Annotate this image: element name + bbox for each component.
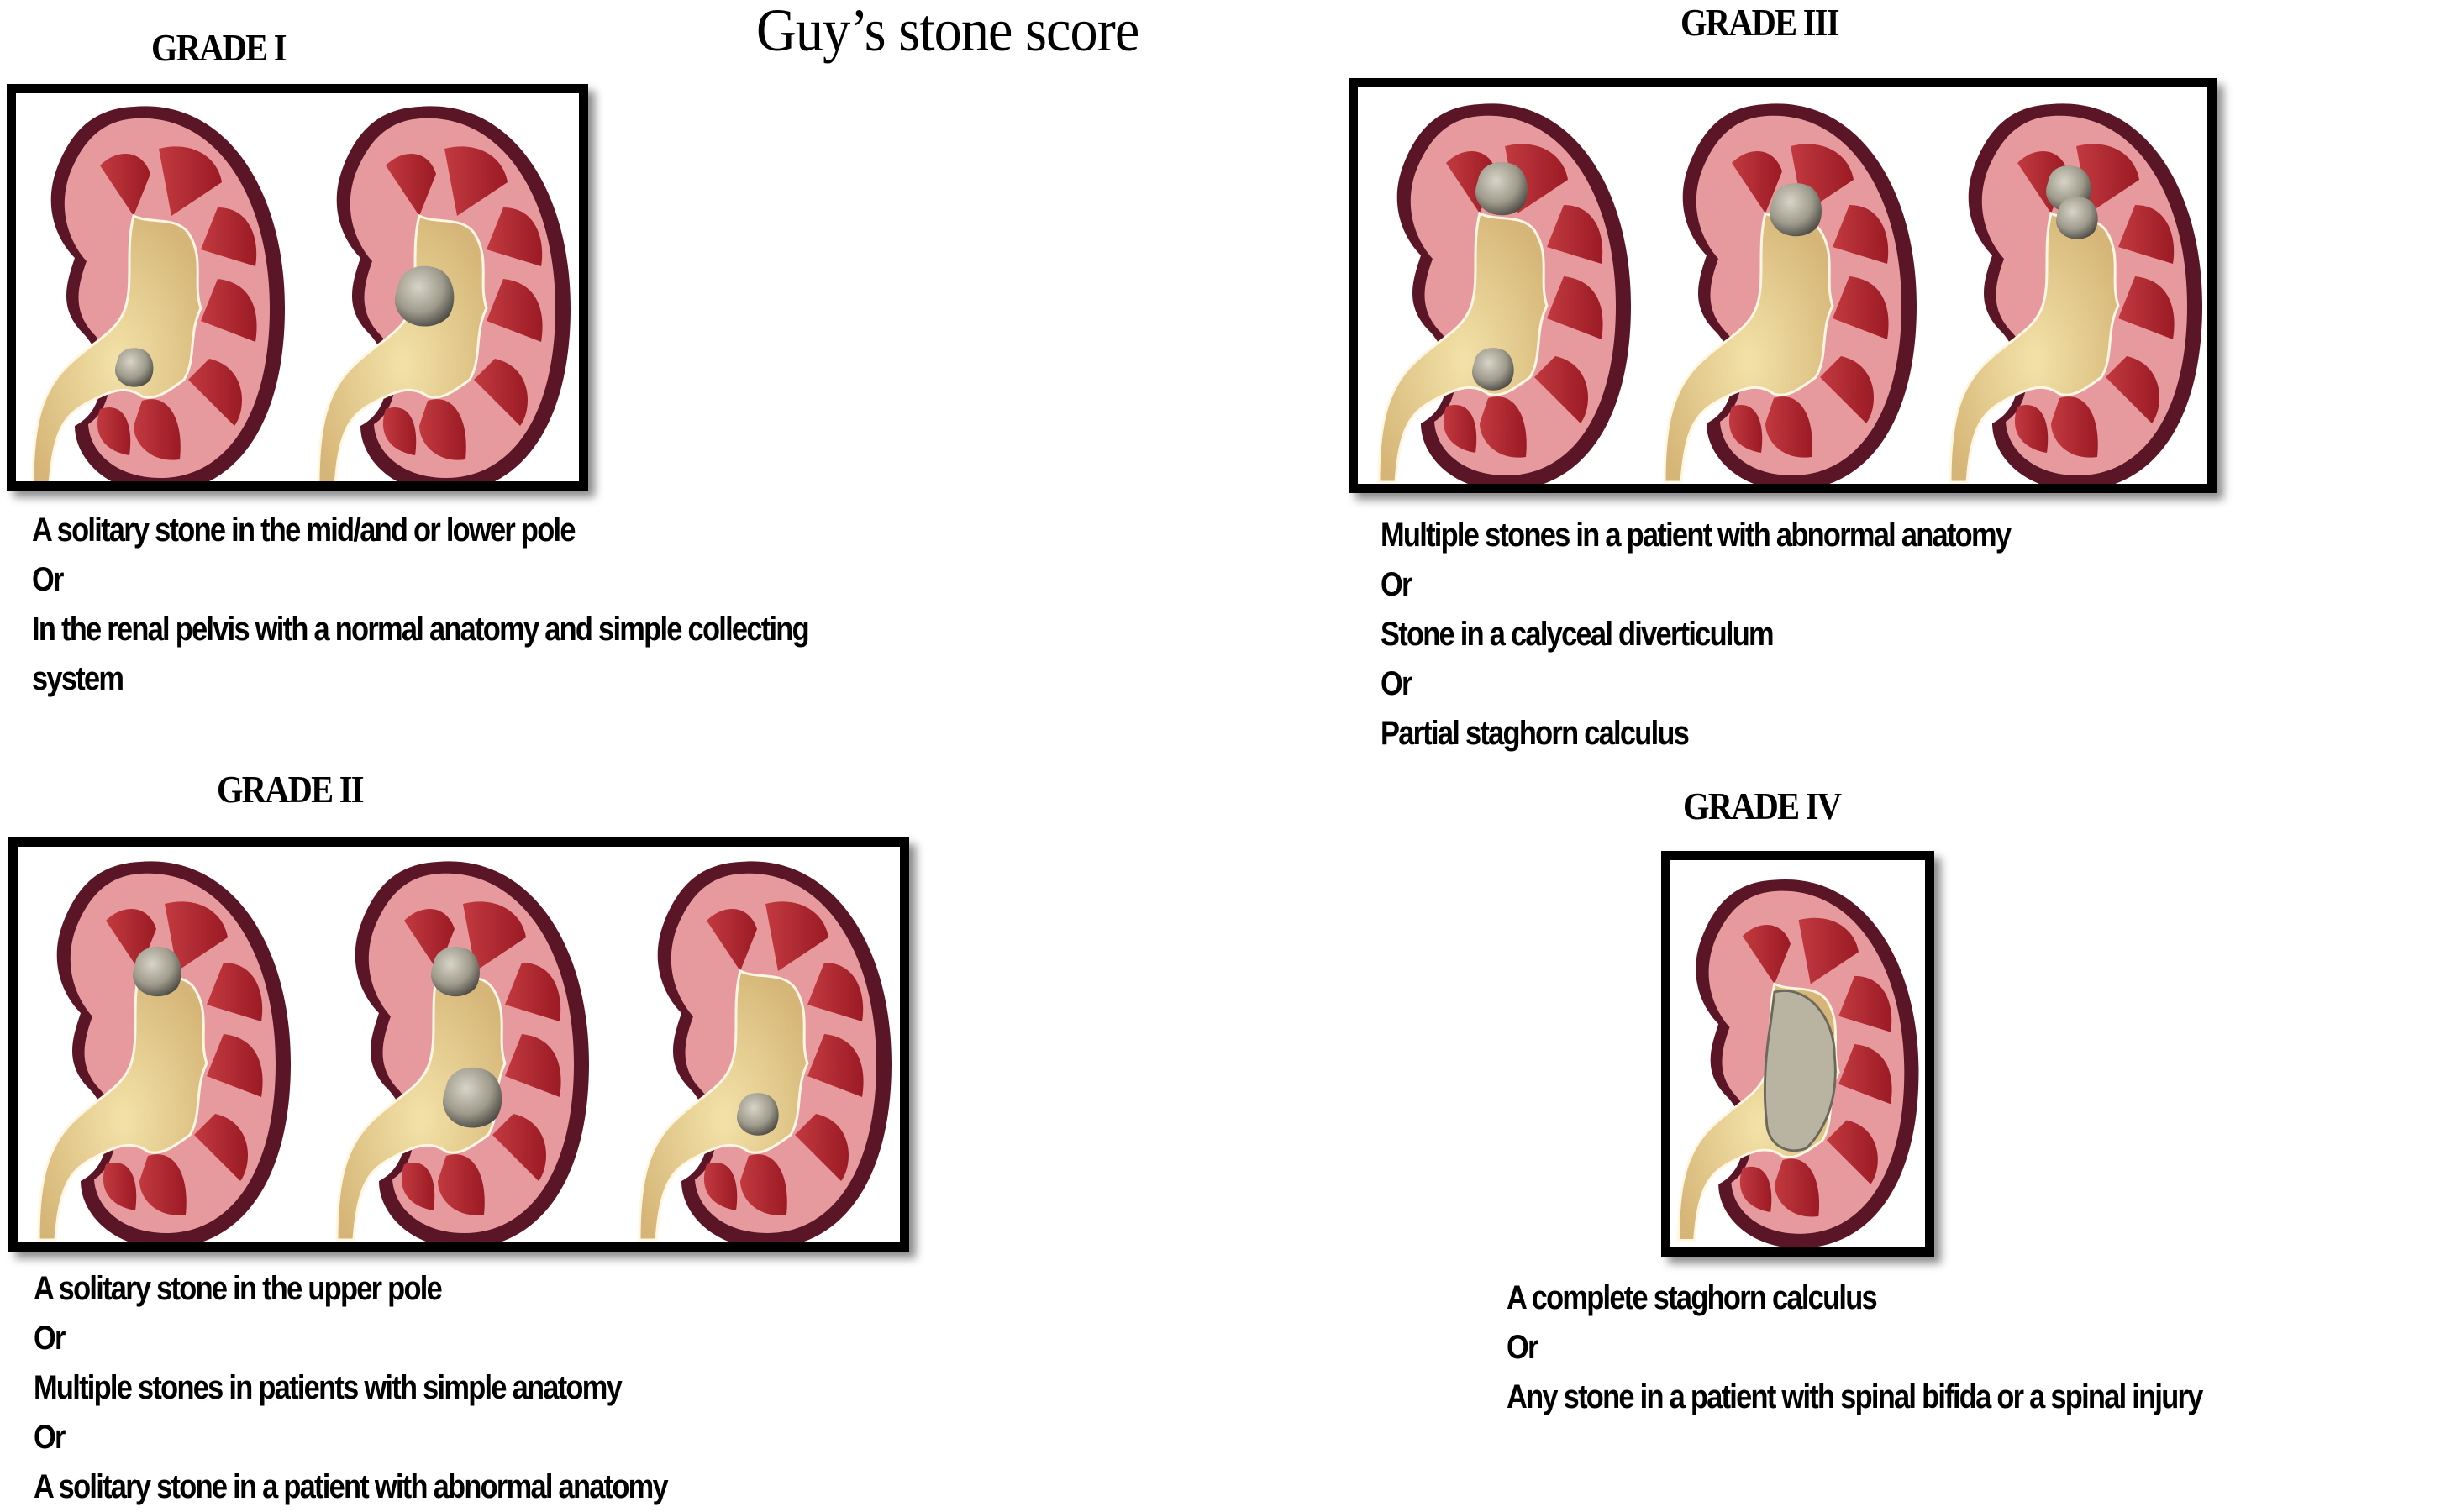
grade-1-label: GRADE I [151, 26, 287, 69]
grade-3-label: GRADE III [1680, 1, 1839, 44]
grade-3-description: Multiple stones in a patient with abnorm… [1381, 511, 2012, 759]
stone-icon [395, 265, 455, 327]
or-separator: Or [34, 1320, 66, 1357]
criteria-line: In the renal pelvis with a normal anatom… [32, 611, 810, 648]
kidney-illustration [638, 859, 893, 1242]
stone-icon [443, 1067, 502, 1128]
stone-icon [1770, 182, 1822, 237]
criteria-line: A complete staghorn calculus [1507, 1279, 1878, 1316]
or-separator: Or [34, 1419, 66, 1456]
criteria-line: Partial staghorn calculus [1381, 715, 1690, 752]
stone-icon [115, 348, 154, 387]
criteria-line: A solitary stone in the mid/and or lower… [32, 512, 576, 549]
kidney-illustration [1949, 102, 2204, 484]
criteria-line: system [32, 660, 124, 697]
stone-icon [133, 947, 181, 997]
grade-2-image-box [8, 837, 909, 1252]
stone-icon [2056, 197, 2098, 239]
grade-2-label: GRADE II [217, 768, 365, 811]
or-separator: Or [1381, 665, 1412, 702]
grade-1-image-box [7, 84, 588, 491]
stone-icon [431, 947, 480, 997]
criteria-line: Any stone in a patient with spinal bifid… [1507, 1378, 2203, 1415]
grade-4-label: GRADE IV [1683, 785, 1842, 827]
or-separator: Or [32, 561, 64, 598]
criteria-line: Stone in a calyceal diverticulum [1381, 616, 1775, 653]
criteria-line: A solitary stone in the upper pole [34, 1270, 443, 1307]
kidney-illustration [1677, 878, 1920, 1247]
kidney-illustration [317, 104, 572, 481]
grade-3-image-box [1349, 78, 2217, 493]
kidney-illustration [31, 104, 287, 481]
grade-4-image-box [1661, 851, 1934, 1257]
grade-2-description: A solitary stone in the upper pole Or Mu… [34, 1264, 669, 1512]
grade-1-description: A solitary stone in the mid/and or lower… [32, 506, 810, 704]
stone-icon [737, 1093, 779, 1136]
kidney-illustration [1663, 102, 1918, 484]
kidney-illustration [37, 859, 292, 1242]
kidney-illustration [1377, 102, 1633, 484]
stone-icon [1472, 348, 1514, 391]
page-title: Guy’s stone score [756, 0, 1139, 64]
criteria-line: Multiple stones in patients with simple … [34, 1369, 623, 1406]
grade-4-description: A complete staghorn calculus Or Any ston… [1507, 1273, 2203, 1422]
staghorn-stone-icon [1763, 990, 1837, 1152]
criteria-line: Multiple stones in a patient with abnorm… [1381, 517, 2012, 554]
kidney-illustration [335, 859, 591, 1242]
criteria-line: A solitary stone in a patient with abnor… [34, 1468, 669, 1505]
or-separator: Or [1381, 566, 1412, 603]
stone-icon [1475, 161, 1528, 216]
or-separator: Or [1507, 1329, 1538, 1366]
